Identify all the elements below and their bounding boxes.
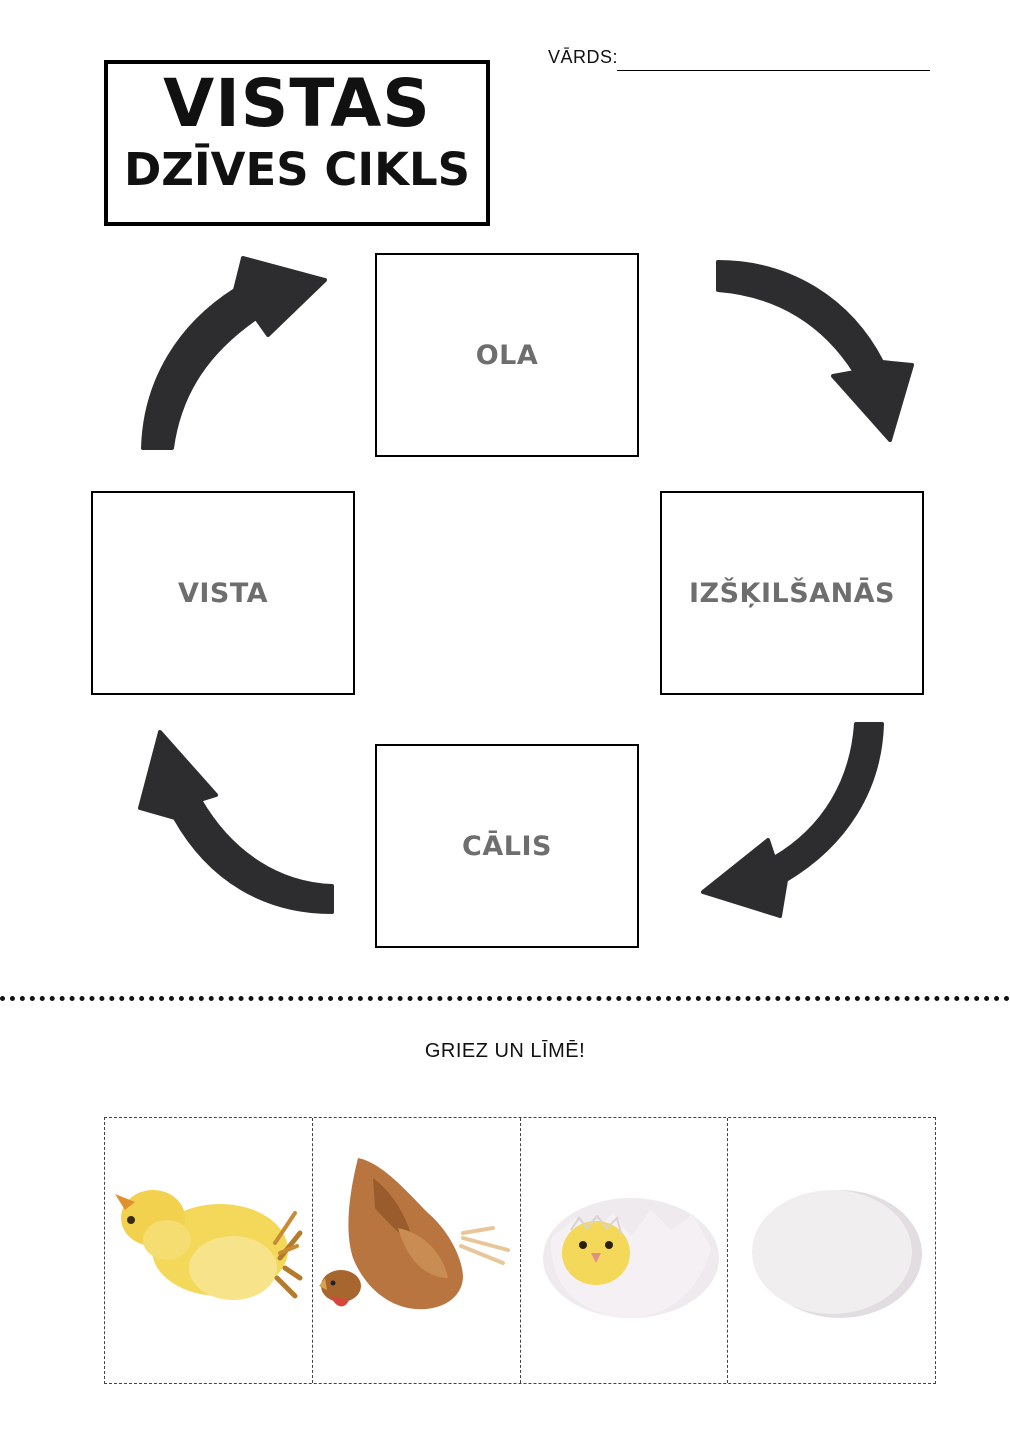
title-main: VISTAS [163, 65, 431, 142]
cut-line [0, 996, 1010, 1001]
cut-card-hen[interactable] [313, 1118, 521, 1383]
instruction-text: GRIEZ UN LĪMĒ! [424, 1040, 586, 1062]
hen-icon [318, 1158, 510, 1310]
arrow-hen-to-egg-icon [141, 256, 327, 450]
stage-label-egg: OLA [475, 339, 539, 371]
stage-label-hen: VISTA [177, 577, 269, 609]
egg-icon [752, 1190, 923, 1318]
stage-box-hen[interactable]: VISTA [91, 491, 355, 695]
hatching-egg-icon [542, 1198, 719, 1318]
name-field-line[interactable] [617, 70, 930, 71]
cut-card-egg[interactable] [728, 1118, 935, 1383]
arrow-chick-to-hen-icon [138, 730, 334, 914]
stage-box-hatching[interactable]: IZŠĶILŠANĀS [660, 491, 924, 695]
arrow-egg-to-hatching-icon [716, 260, 914, 442]
cut-card-chick[interactable] [105, 1118, 313, 1383]
stage-label-chick: CĀLIS [462, 830, 552, 862]
stage-box-egg[interactable]: OLA [375, 253, 639, 457]
stage-box-chick[interactable]: CĀLIS [375, 744, 639, 948]
cycle-arrows [138, 256, 914, 918]
title-box: VISTAS DZĪVES CIKLS [104, 60, 490, 226]
name-label: VĀRDS: [548, 47, 619, 67]
cut-card-hatching[interactable] [521, 1118, 729, 1383]
arrow-hatching-to-chick-icon [701, 722, 884, 918]
cut-cards [104, 1117, 936, 1384]
title-sub: DZĪVES CIKLS [123, 143, 471, 196]
stage-label-hatching: IZŠĶILŠANĀS [688, 577, 896, 609]
chick-icon [115, 1190, 303, 1300]
